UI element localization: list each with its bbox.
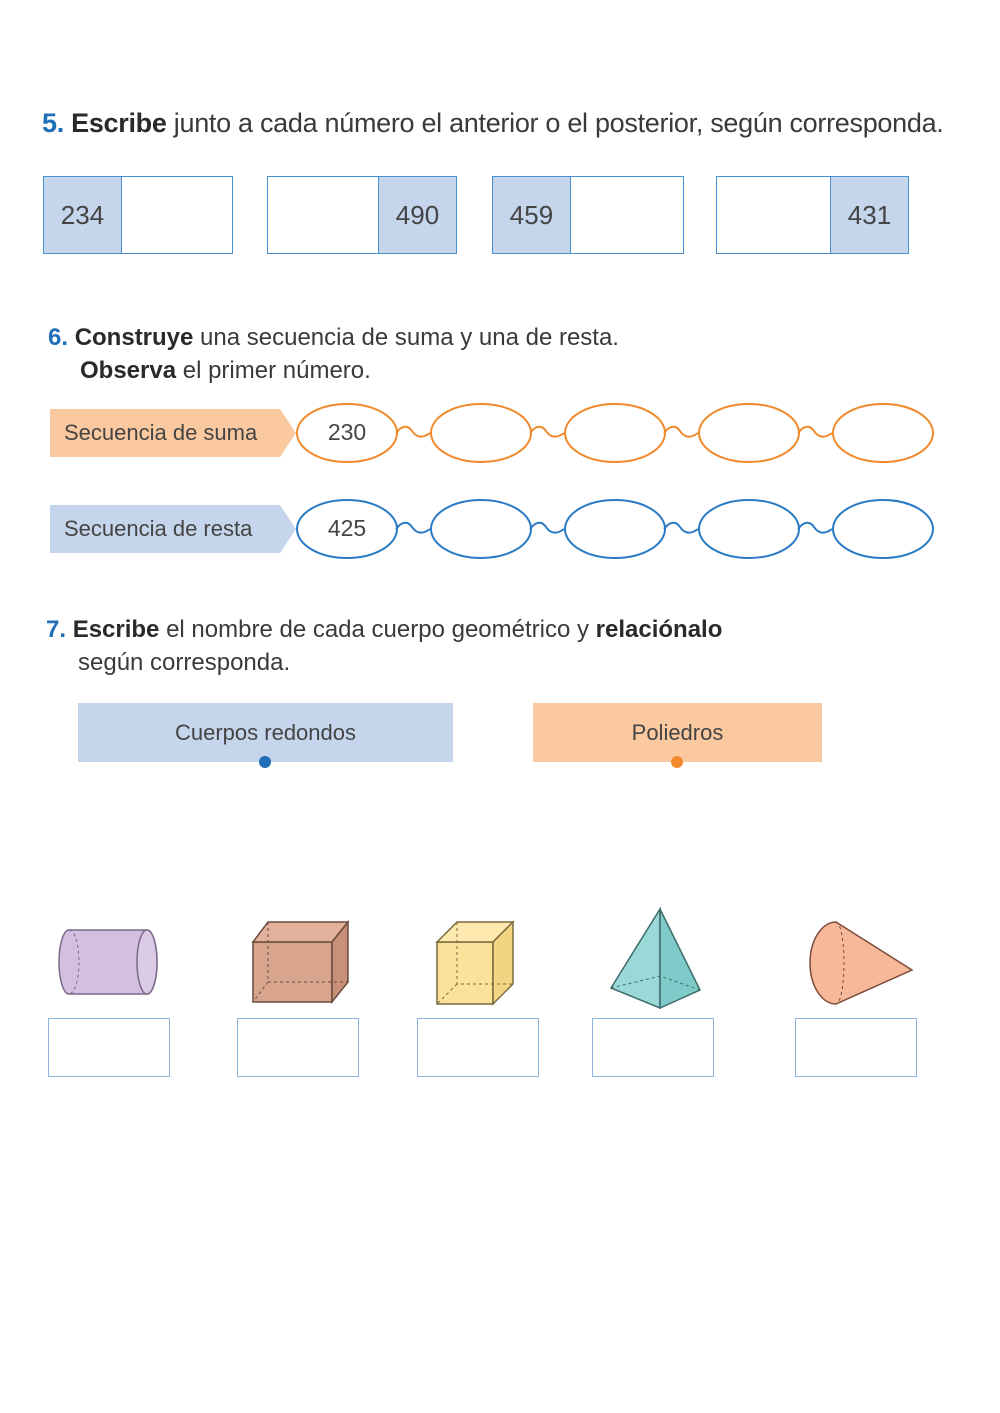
sequence-oval[interactable]	[832, 403, 934, 463]
category-polyhedra: Poliedros	[533, 703, 822, 762]
instruction-verb: relaciónalo	[595, 616, 723, 643]
given-number: 459	[493, 177, 571, 253]
subtract-sequence-label: Secuencia de resta	[64, 516, 253, 541]
subtract-first-number: 425	[327, 515, 367, 541]
category-label: Cuerpos redondos	[174, 719, 356, 745]
shape-name-field[interactable]	[237, 1018, 359, 1077]
chain-link	[663, 425, 699, 438]
category-round-bodies: Cuerpos redondos	[78, 703, 453, 762]
instruction-verb: Escribe	[71, 108, 167, 138]
question-6-prompt: 6. Construye una secuencia de suma y una…	[48, 323, 619, 353]
answer-field[interactable]	[268, 177, 378, 253]
sequence-oval	[296, 403, 398, 463]
instruction-verb: Construye	[74, 324, 194, 351]
question-number: 6.	[48, 324, 69, 351]
round-bodies-connector-dot[interactable]	[259, 756, 271, 768]
sequence-area	[50, 403, 934, 559]
subtract-sequence-chain	[296, 499, 934, 559]
answer-field[interactable]	[571, 177, 683, 253]
sum-sequence-label: Secuencia de suma	[64, 420, 258, 445]
cube-icon	[435, 920, 515, 1006]
instruction-text: el primer número.	[176, 357, 371, 384]
shape-name-field[interactable]	[48, 1018, 170, 1077]
number-pair-box: 490	[267, 176, 457, 254]
question-number: 7.	[46, 616, 67, 643]
polyhedra-connector-dot[interactable]	[671, 756, 683, 768]
question-number: 5.	[42, 108, 64, 138]
chain-link	[797, 425, 833, 438]
instruction-text: el nombre de cada cuerpo geométrico y	[159, 616, 596, 643]
sum-sequence-chain	[296, 403, 934, 463]
sequence-oval[interactable]	[430, 499, 532, 559]
given-number: 431	[830, 177, 908, 253]
given-number: 234	[44, 177, 122, 253]
cone-icon	[809, 921, 914, 1005]
sequence-oval[interactable]	[698, 499, 800, 559]
sequence-oval	[296, 499, 398, 559]
sum-first-number: 230	[327, 419, 367, 445]
sequence-oval[interactable]	[564, 403, 666, 463]
cylinder-icon	[58, 929, 158, 995]
instruction-text: una secuencia de suma y una de resta.	[193, 324, 619, 351]
question-5-prompt: 5. Escribe junto a cada número el anteri…	[42, 108, 944, 138]
question-7-prompt-line2: según corresponda.	[78, 649, 291, 676]
chain-link	[395, 521, 431, 534]
given-number: 490	[378, 177, 456, 253]
subtract-sequence-tag	[50, 505, 296, 553]
shape-name-field[interactable]	[795, 1018, 917, 1077]
number-pair-box: 234	[43, 176, 233, 254]
instruction-text: junto a cada número el anterior o el pos…	[166, 108, 944, 138]
chain-link	[395, 425, 431, 438]
chain-link	[797, 521, 833, 534]
answer-field[interactable]	[122, 177, 232, 253]
question-6-prompt-line2: Observa el primer número.	[80, 356, 371, 386]
rectangular-prism-icon	[251, 919, 350, 1005]
category-label: Poliedros	[631, 719, 724, 745]
shape-name-field[interactable]	[592, 1018, 714, 1077]
shape-name-field[interactable]	[417, 1018, 539, 1077]
sequence-oval[interactable]	[832, 499, 934, 559]
chain-link	[529, 521, 565, 534]
sequence-oval[interactable]	[698, 403, 800, 463]
sum-sequence-tag	[50, 409, 296, 457]
number-pair-box: 431	[716, 176, 909, 254]
answer-field[interactable]	[717, 177, 830, 253]
pyramid-icon	[609, 906, 702, 1010]
sequence-oval[interactable]	[430, 403, 532, 463]
instruction-verb: Escribe	[72, 616, 160, 643]
instruction-verb: Observa	[80, 357, 177, 384]
question-7-prompt: 7. Escribe el nombre de cada cuerpo geom…	[46, 615, 722, 645]
sequence-oval[interactable]	[564, 499, 666, 559]
number-pair-box: 459	[492, 176, 684, 254]
chain-link	[663, 521, 699, 534]
chain-link	[529, 425, 565, 438]
